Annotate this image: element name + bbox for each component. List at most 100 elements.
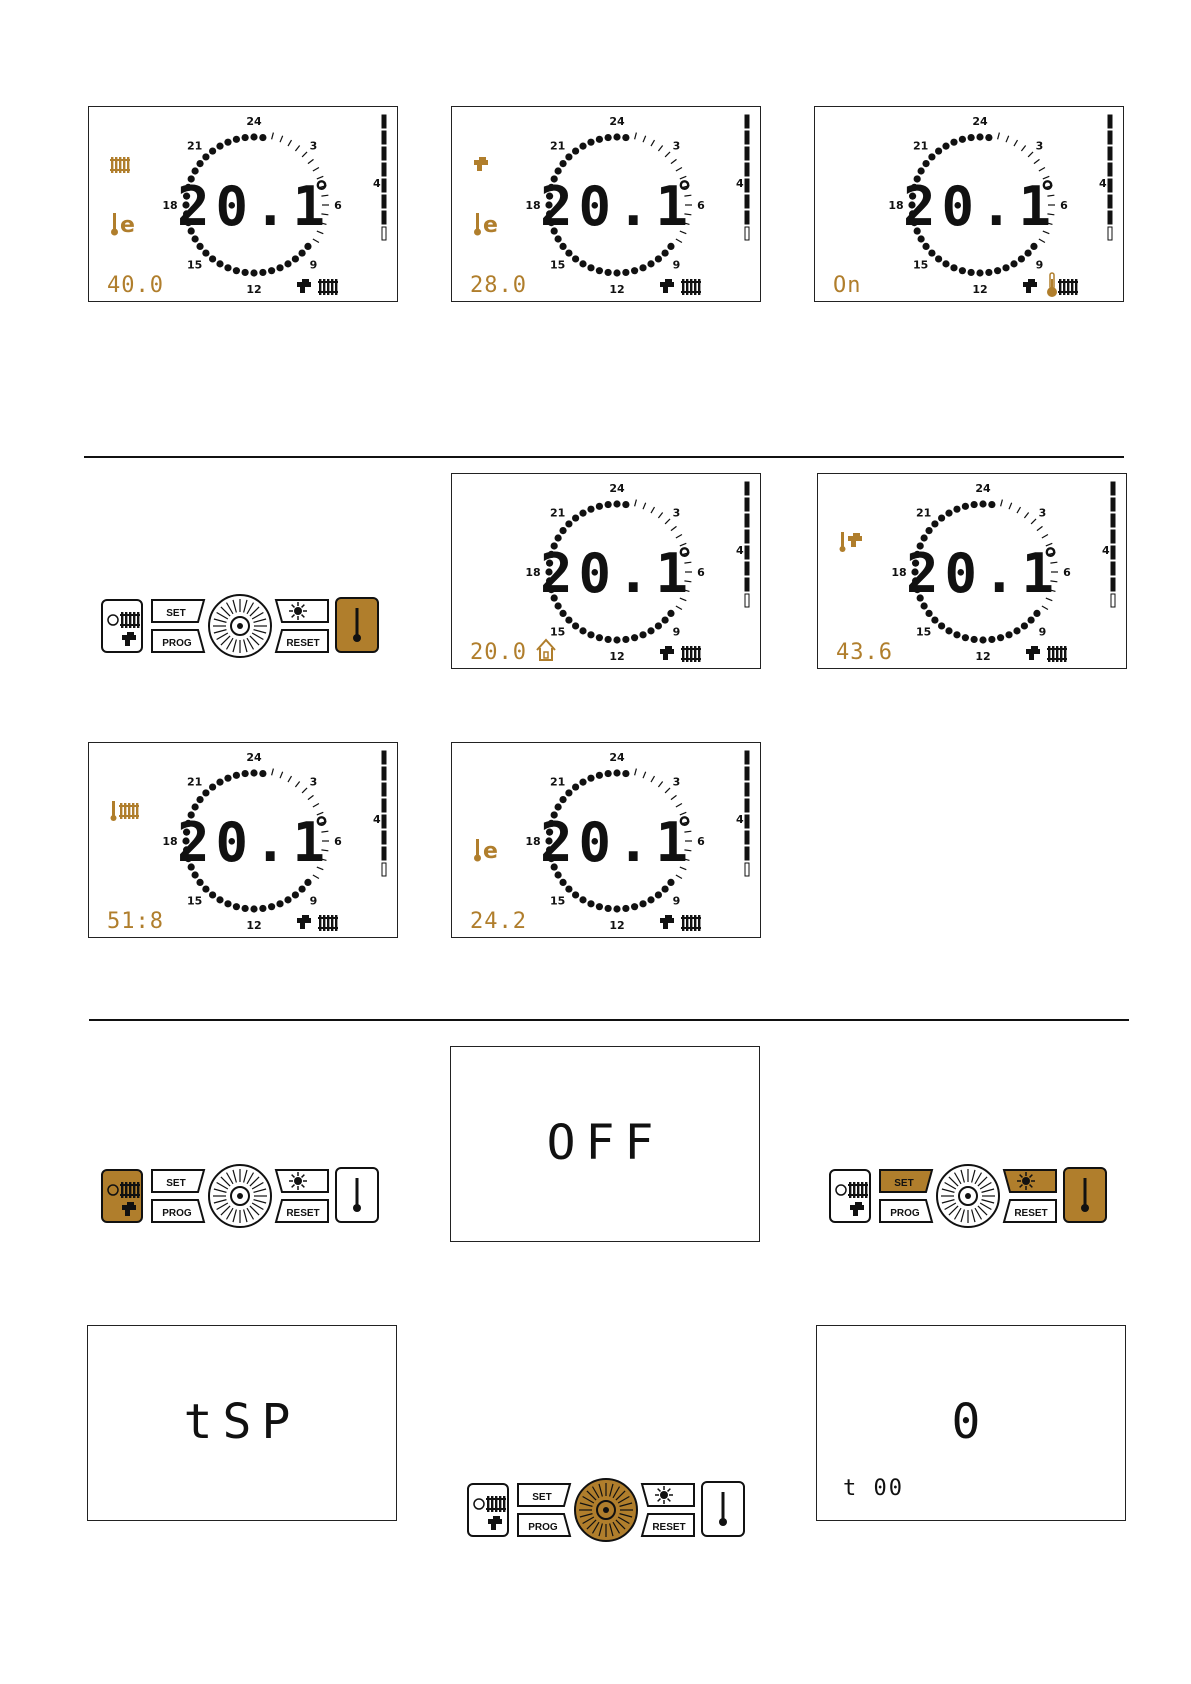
hour-label: 18 (162, 835, 177, 848)
program-tick (316, 811, 324, 816)
comfort-eco-button[interactable] (274, 1169, 329, 1193)
radiator-icon (120, 1182, 140, 1198)
prog-button[interactable]: PROG (151, 629, 206, 653)
program-dot (630, 634, 639, 642)
program-tick (634, 132, 637, 140)
program-dot (209, 147, 217, 155)
prog-button[interactable]: PROG (517, 1513, 572, 1537)
program-dot (1017, 255, 1025, 263)
prog-button[interactable]: PROG (151, 1199, 206, 1223)
comfort-eco-button[interactable] (640, 1483, 695, 1507)
program-tick (312, 874, 320, 880)
selector-dial[interactable] (936, 1164, 1000, 1228)
power-mode-button[interactable] (101, 599, 143, 653)
comfort-eco-button[interactable] (1002, 1169, 1057, 1193)
set-button[interactable]: SET (517, 1483, 572, 1507)
power-mode-button[interactable] (829, 1169, 871, 1223)
program-dot (639, 264, 647, 272)
thermometer-icon (355, 608, 359, 636)
program-dot (667, 609, 675, 617)
set-button[interactable]: SET (151, 599, 206, 623)
set-button[interactable]: SET (879, 1169, 934, 1193)
program-dot (559, 242, 567, 250)
program-tick (1042, 230, 1050, 235)
program-dot (993, 267, 1002, 275)
program-dot (911, 577, 920, 585)
program-tick (1038, 166, 1046, 172)
level-bar-segment (744, 513, 750, 528)
program-tick (684, 849, 692, 852)
program-tick (279, 135, 284, 143)
tap-icon (297, 915, 311, 929)
program-tick (287, 775, 293, 783)
program-dot (559, 160, 567, 168)
level-bar-segment (1110, 577, 1116, 592)
power-mode-button[interactable] (467, 1483, 509, 1537)
program-tick (294, 145, 301, 152)
program-dot (565, 520, 573, 528)
program-dot (565, 153, 573, 161)
program-dot (925, 527, 933, 535)
level-bar-segment (381, 146, 387, 161)
set-label: SET (532, 1492, 551, 1503)
program-dot (587, 774, 595, 782)
tap-icon (122, 1202, 136, 1216)
program-dot (928, 153, 936, 161)
level-bar-segment (744, 162, 750, 177)
program-dot (953, 505, 961, 513)
reset-button[interactable]: RESET (1002, 1199, 1057, 1223)
program-dot (250, 269, 258, 277)
program-dot (661, 885, 669, 893)
prog-button[interactable]: PROG (879, 1199, 934, 1223)
power-mode-button[interactable] (101, 1169, 143, 1223)
program-dot (554, 167, 562, 175)
radiator-icon (1047, 646, 1067, 662)
level-bar-segment (744, 577, 750, 592)
selector-dial[interactable] (574, 1478, 638, 1542)
main-reading: 20.1 (540, 542, 694, 605)
reset-button[interactable]: RESET (274, 1199, 329, 1223)
program-dot (565, 249, 573, 257)
reset-button[interactable]: RESET (274, 629, 329, 653)
program-dot (232, 771, 241, 779)
program-dot (622, 133, 630, 142)
thermometer-button[interactable] (335, 1167, 379, 1223)
program-tick (664, 787, 671, 794)
program-tick (657, 781, 664, 788)
hour-label: 12 (246, 919, 261, 932)
degree-mark: ° (1040, 176, 1055, 211)
program-dot (196, 796, 204, 804)
program-dot (667, 878, 675, 886)
program-dot (604, 500, 612, 509)
program-dot (1024, 249, 1032, 257)
level-bar-segment (1107, 178, 1113, 193)
level-bar-segment (744, 561, 750, 576)
level-bar-segment (1107, 114, 1113, 129)
hour-label: 3 (673, 776, 681, 789)
selector-dial[interactable] (208, 1164, 272, 1228)
hour-label: 3 (1036, 140, 1044, 153)
program-tick (1050, 580, 1058, 583)
prog-label: PROG (162, 1208, 192, 1219)
program-dot (587, 138, 595, 146)
selector-dial[interactable] (208, 594, 272, 658)
thermometer-button[interactable] (701, 1481, 745, 1537)
program-dot (931, 520, 939, 528)
program-dot (196, 242, 204, 250)
set-button[interactable]: SET (151, 1169, 206, 1193)
program-dot (910, 183, 918, 192)
comfort-eco-button[interactable] (274, 599, 329, 623)
level-bar-segment (744, 178, 750, 193)
program-dot (911, 568, 919, 576)
tap-icon (488, 1516, 502, 1530)
level-bar-segment (381, 766, 387, 781)
program-tick (307, 158, 314, 165)
thermometer-button[interactable] (1063, 1167, 1107, 1223)
tap-icon (1026, 646, 1040, 660)
reset-button[interactable]: RESET (640, 1513, 695, 1537)
thermometer-button[interactable] (335, 597, 379, 653)
program-dot (241, 268, 249, 277)
program-dot (196, 878, 204, 886)
